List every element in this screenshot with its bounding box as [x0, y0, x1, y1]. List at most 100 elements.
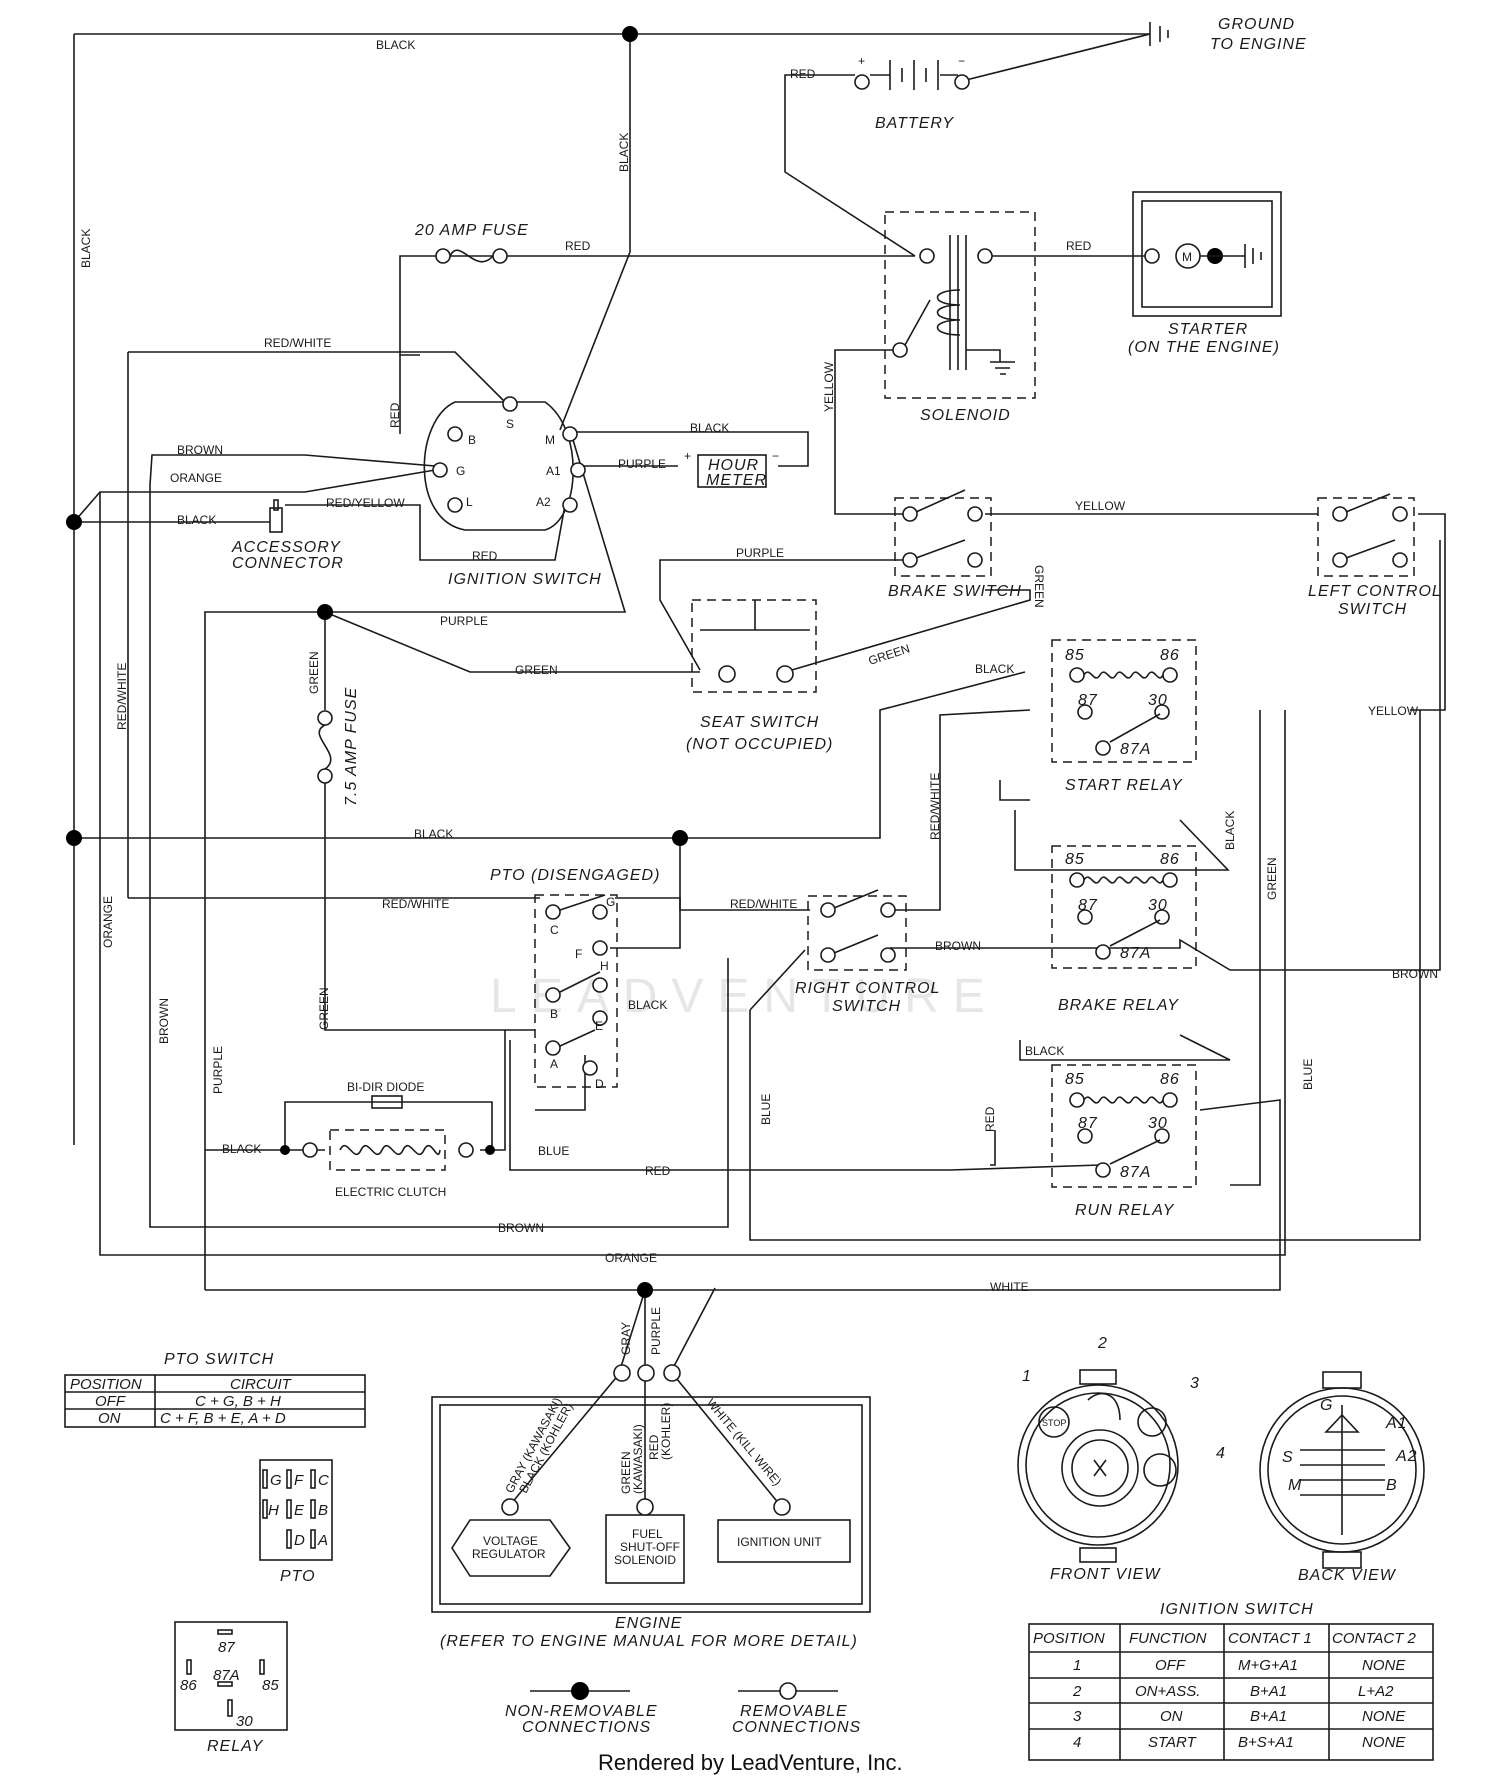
wl-black-hm: BLACK — [690, 421, 729, 435]
left-control-label-2: SWITCH — [1338, 601, 1407, 618]
relay-pin-85: 85 — [262, 1677, 279, 1694]
ign-term-a1: A1 — [546, 464, 561, 478]
ign-table-title: IGNITION SWITCH — [1160, 1601, 1314, 1618]
pto-pin-a: A — [317, 1532, 328, 1549]
ign-th-contact1: CONTACT 1 — [1228, 1630, 1312, 1647]
ign-r4-fn: START — [1148, 1734, 1198, 1751]
pto-row-on-circuit: C + F, B + E, A + D — [160, 1410, 286, 1427]
wl-brown-left: BROWN — [157, 998, 171, 1044]
start-relay-label: START RELAY — [1065, 777, 1183, 794]
pto-pin-c: C — [318, 1472, 329, 1489]
start-relay: 85 86 87 30 87A START RELAY — [1051, 639, 1197, 794]
wl-purple-brake: PURPLE — [736, 546, 784, 560]
relay-pin-87a: 87A — [213, 1667, 240, 1684]
ign-th-contact2: CONTACT 2 — [1332, 1630, 1417, 1647]
ign-r4-pos: 4 — [1073, 1734, 1081, 1751]
hour-meter: HOUR METER + − — [684, 449, 779, 489]
ign-r4-c1: B+S+A1 — [1238, 1734, 1294, 1751]
pto-row-off: OFF — [95, 1393, 126, 1410]
pto-pin-g: G — [270, 1472, 282, 1489]
ign-term-g: G — [456, 464, 465, 478]
back-m: M — [1288, 1477, 1302, 1494]
accessory-label: ACCESSORY — [231, 539, 341, 556]
pto-row-off-circuit: C + G, B + H — [195, 1393, 281, 1410]
ign-term-m: M — [545, 433, 555, 447]
legend-nonremovable: NON-REMOVABLE — [505, 1703, 658, 1720]
brake-relay-86: 86 — [1160, 851, 1180, 868]
ground-label-2: TO ENGINE — [1210, 36, 1307, 53]
front-num-2: 2 — [1097, 1335, 1108, 1352]
legend-removable: REMOVABLE — [740, 1703, 848, 1720]
pto-label: PTO (DISENGAGED) — [490, 867, 660, 884]
pto-th-circuit: CIRCUIT — [230, 1376, 293, 1393]
back-view-label: BACK VIEW — [1298, 1567, 1397, 1584]
pto-th-position: POSITION — [70, 1376, 142, 1393]
ign-r2-pos: 2 — [1072, 1683, 1082, 1700]
svg-text:+: + — [684, 449, 691, 463]
ign-r2-c1: B+A1 — [1250, 1683, 1287, 1700]
pto-term-a: A — [550, 1057, 558, 1071]
wl-green-right: GREEN — [1265, 857, 1279, 900]
wl-purple-eng: PURPLE — [649, 1307, 663, 1355]
brake-switch: BRAKE SWITCH — [888, 489, 1021, 600]
ign-r1-pos: 1 — [1073, 1657, 1081, 1674]
wl-black-pto: BLACK — [628, 998, 667, 1012]
diode-label: BI-DIR DIODE — [347, 1080, 424, 1094]
relay-pin-86: 86 — [180, 1677, 197, 1694]
wl-redwhite-pto: RED/WHITE — [382, 897, 449, 911]
left-control-label: LEFT CONTROL — [1308, 583, 1442, 600]
pto-pinout-label: PTO — [280, 1568, 316, 1585]
solenoid: SOLENOID — [884, 211, 1036, 424]
left-control-switch: LEFT CONTROL SWITCH — [1308, 493, 1442, 618]
ign-r3-pos: 3 — [1073, 1708, 1082, 1725]
pto-pinout: G F C H E B D A PTO — [259, 1459, 333, 1585]
brake-relay-85: 85 — [1065, 851, 1085, 868]
wl-red-rr: RED — [983, 1106, 997, 1132]
fuse-7-5a: 7.5 AMP FUSE — [317, 687, 360, 806]
wl-black-vert: BLACK — [617, 133, 631, 172]
electric-clutch: BI-DIR DIODE ELECTRIC CLUTCH — [280, 1080, 495, 1199]
wires — [73, 22, 1446, 1506]
pto-term-c: C — [550, 923, 559, 937]
engine-wire-white: WHITE (KILL WIRE) — [704, 1396, 785, 1488]
footer-credit: Rendered by LeadVenture, Inc. — [598, 1750, 903, 1775]
ign-r1-c2: NONE — [1362, 1657, 1406, 1674]
engine-wire-kohler: (KOHLER) — [659, 1403, 673, 1460]
wl-black-mid: BLACK — [414, 827, 453, 841]
wl-redwhite-left: RED/WHITE — [115, 663, 129, 730]
seat-switch-label: SEAT SWITCH — [700, 714, 819, 731]
ign-r2-c2: L+A2 — [1358, 1683, 1394, 1700]
wire-labels: BLACK BLACK BLACK RED RED RED RED/WHITE … — [79, 38, 1438, 1355]
accessory-label-2: CONNECTOR — [232, 555, 344, 572]
right-control-label-2: SWITCH — [832, 998, 901, 1015]
ground-label: GROUND — [1218, 16, 1295, 33]
wl-black-left: BLACK — [79, 229, 93, 268]
accessory-connector: ACCESSORY CONNECTOR — [231, 499, 344, 572]
ign-r4-c2: NONE — [1362, 1734, 1406, 1751]
back-a2: A2 — [1395, 1448, 1418, 1465]
fuel-label: FUEL — [632, 1527, 663, 1541]
front-num-4: 4 — [1216, 1445, 1226, 1462]
motor-symbol: M — [1182, 250, 1192, 264]
wl-yellow-top: YELLOW — [1075, 499, 1126, 513]
vreg-label-2: REGULATOR — [472, 1547, 546, 1561]
wl-red-ign2: RED — [472, 549, 498, 563]
pto-term-f: F — [575, 947, 582, 961]
clutch-label: ELECTRIC CLUTCH — [335, 1185, 446, 1199]
brake-relay-87: 87 — [1078, 897, 1098, 914]
wl-black-rr: BLACK — [1025, 1044, 1064, 1058]
legend-removable-2: CONNECTIONS — [732, 1719, 861, 1736]
ignition-switch-label: IGNITION SWITCH — [448, 571, 602, 588]
engine-wire-green: GREEN — [619, 1451, 633, 1494]
wl-black-br: BLACK — [1223, 811, 1237, 850]
ign-th-function: FUNCTION — [1129, 1630, 1207, 1647]
ignition-front-view: STOP 1 2 3 4 FRONT VIEW — [1017, 1335, 1226, 1583]
wl-green-brake: GREEN — [1032, 565, 1046, 608]
wl-blue-clutch: BLUE — [538, 1144, 569, 1158]
ign-unit-label: IGNITION UNIT — [737, 1535, 822, 1549]
wl-redwhite-rc: RED/WHITE — [730, 897, 797, 911]
wl-black-sr: BLACK — [975, 662, 1014, 676]
fuse-20a: 20 AMP FUSE — [414, 222, 528, 264]
battery-label: BATTERY — [875, 115, 954, 132]
ignition-back-view: G A1 A2 S M B BACK VIEW — [1259, 1371, 1425, 1584]
